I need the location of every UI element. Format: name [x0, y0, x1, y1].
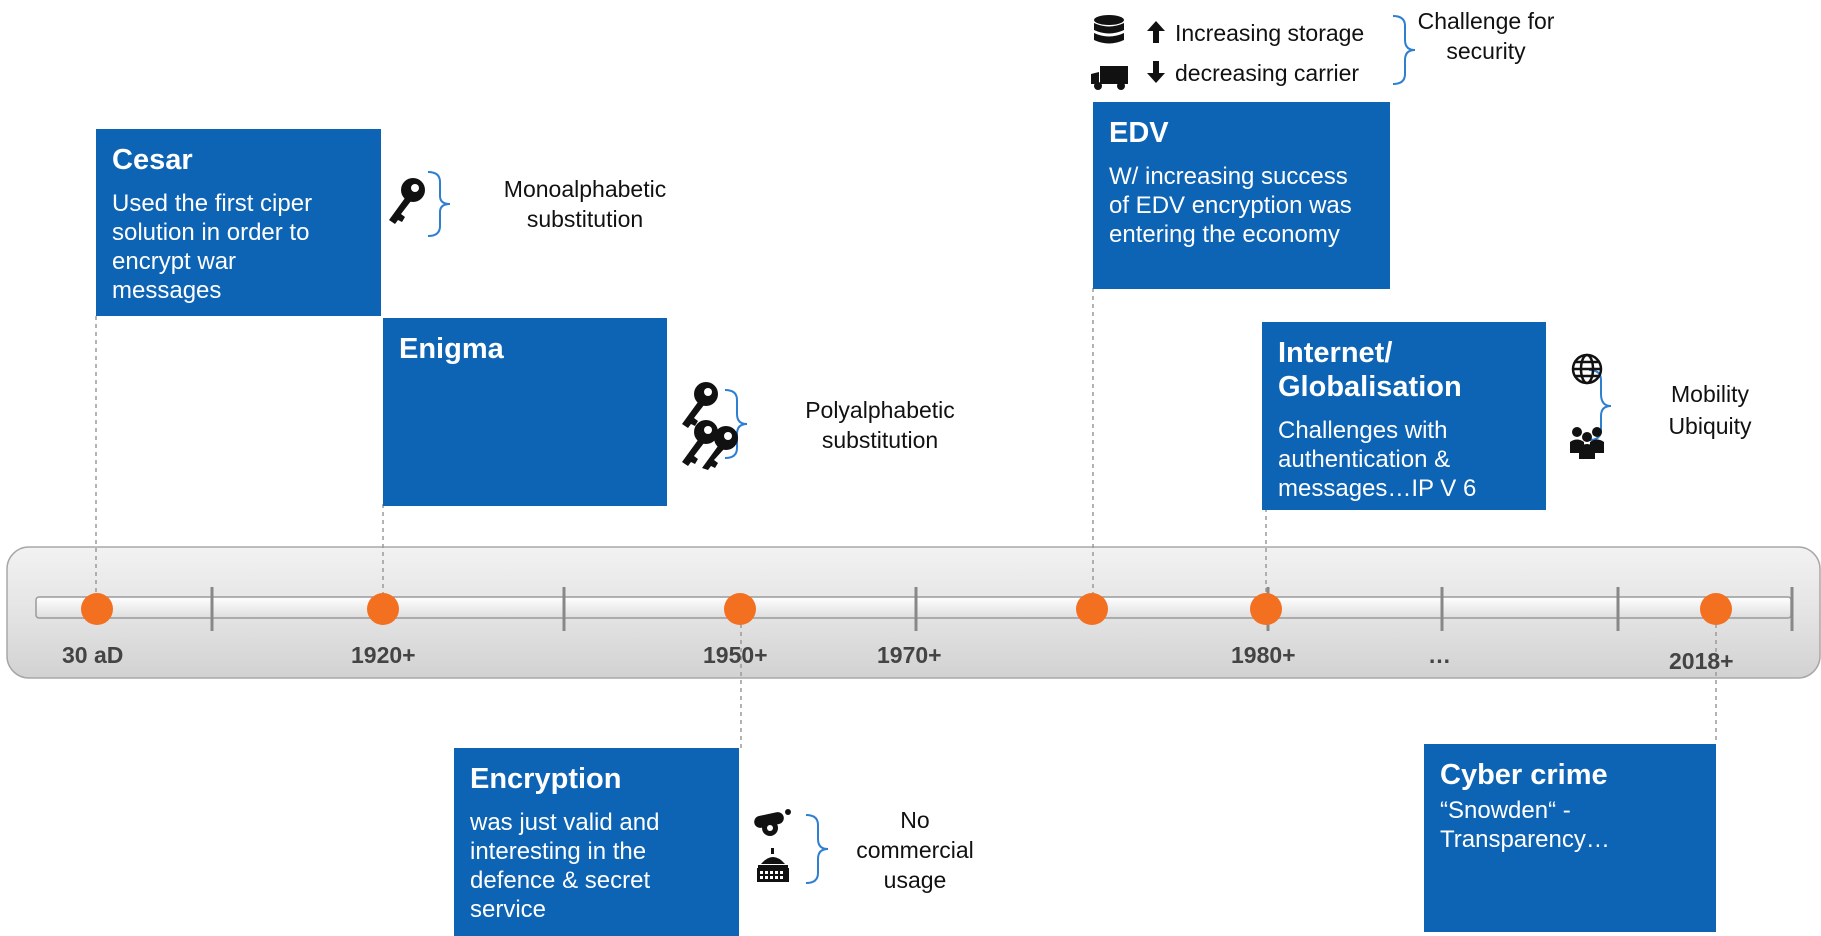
cyber-box: Cyber crime “Snowden“ - Transparency…: [1424, 744, 1716, 932]
timeline-label-2018: 2018+: [1669, 648, 1734, 674]
edv-carrier-label: decreasing carrier: [1175, 60, 1360, 86]
timeline-label-ellipsis: …: [1428, 642, 1451, 668]
database-icon: [1092, 14, 1126, 50]
edv-note: Challenge for security: [1417, 8, 1555, 64]
internet-title: Internet/ Globalisation: [1278, 337, 1462, 403]
timeline-label-30ad: 30 aD: [62, 642, 124, 668]
internet-body: Challenges with authentication & message…: [1278, 417, 1477, 502]
cannon-icon: [752, 808, 792, 838]
enigma-note: Polyalphabetic substitution: [805, 397, 955, 453]
timeline-label-1980: 1980+: [1231, 642, 1296, 668]
connector-lines: [95, 288, 1717, 748]
encryption-note: No commercial usage: [856, 807, 974, 893]
arrow-down-icon: [1146, 60, 1166, 84]
cesar-title: Cesar: [112, 144, 193, 176]
edv-box: EDV W/ increasing success of EDV encrypt…: [1093, 102, 1390, 289]
internet-box: Internet/ Globalisation Challenges with …: [1262, 322, 1546, 510]
encryption-box: Encryption was just valid and interestin…: [454, 748, 739, 936]
cesar-box: Cesar Used the first ciper solution in o…: [96, 129, 381, 316]
timeline-track: [35, 596, 1792, 619]
milestone-dots: [81, 593, 1732, 625]
timeline-label-1950: 1950+: [703, 642, 768, 668]
enigma-title: Enigma: [399, 333, 504, 365]
cyber-title: Cyber crime: [1440, 759, 1608, 791]
timeline-label-1970: 1970+: [877, 642, 942, 668]
cesar-note: Monoalphabetic substitution: [503, 176, 667, 232]
arrow-up-icon: [1146, 20, 1166, 44]
edv-storage-label: Increasing storage: [1175, 20, 1365, 46]
encryption-body: was just valid and interesting in the de…: [470, 809, 660, 923]
timeline-label-1920: 1920+: [351, 642, 416, 668]
encryption-title: Encryption: [470, 763, 622, 795]
truck-icon: [1090, 64, 1130, 92]
edv-title: EDV: [1109, 117, 1169, 149]
cesar-body: Used the first ciper solution in order t…: [112, 190, 313, 304]
globe-icon: [1570, 352, 1604, 386]
government-building-icon: [755, 848, 791, 884]
key-icon: [385, 176, 429, 226]
enigma-box: Enigma: [383, 318, 667, 506]
cyber-body: “Snowden“ - Transparency…: [1440, 797, 1610, 853]
people-icon: [1568, 425, 1606, 459]
internet-note: Mobility Ubiquity: [1668, 381, 1752, 439]
keys-icon: [678, 380, 740, 470]
edv-body: W/ increasing success of EDV encryption …: [1109, 163, 1352, 248]
